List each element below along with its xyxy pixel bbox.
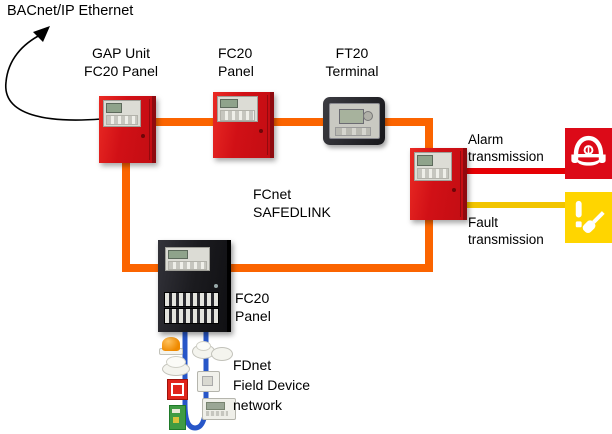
led-indicator-slats [164,291,219,308]
fault-transmission-label: Fault transmission [468,215,544,247]
fault-transmission-icon [565,192,612,243]
button-grid [167,260,208,271]
gap-unit-label: GAP Unit FC20 Panel [84,45,158,79]
operator-panel [164,247,211,272]
fcnet-ring-left-segment [122,160,130,272]
fire-brigade-helmet-icon [571,135,606,166]
ft20-terminal [323,97,385,145]
keyhole [258,128,263,133]
alarm-transmission-label: Alarm transmission [468,132,544,164]
terminal-keys [334,127,372,136]
alarm-beacon-device [159,337,183,355]
fc20-bottom-label: FC20 Panel [235,290,271,324]
operator-panel [413,152,452,182]
lcd-display [105,103,123,113]
operator-panel [216,95,259,123]
line-transponder-device [197,371,220,392]
fc20-panel-right [410,148,467,220]
curved-arrow-to-bacnet [5,26,102,121]
alarm-transmission-line [458,168,565,174]
smoke-detector-device [162,356,190,376]
ft20-terminal-label: FT20 Terminal [325,45,379,79]
terminal-face [328,102,381,140]
terminal-lcd [339,108,365,124]
fc20-top-label: FC20 Panel [218,45,254,79]
button-grid [219,110,256,121]
operator-panel [102,100,141,127]
service-screwdriver-exclamation-icon [575,200,605,234]
fcnet-ring-top-segment [140,118,433,126]
bacnet-ethernet-label: BACnet/IP Ethernet [7,3,134,19]
pcb-module-device [169,405,186,430]
io-module-device [202,398,236,420]
beacon-dome [162,337,180,351]
lcd-display [219,98,239,109]
fcnet-safedlink-label: FCnet SAFEDLINK [253,186,331,220]
led-indicator-slats [164,308,219,324]
fault-transmission-line [458,202,565,208]
fcnet-ring-right-lower [425,214,433,272]
fc20-panel-black [158,240,231,332]
terminal-button [363,111,374,122]
smoke-detector-pair-device [192,341,233,361]
fcnet-ring-right-upper [425,118,433,154]
keyhole [452,188,457,193]
keyhole [141,133,146,138]
keyhole [214,284,219,289]
alarm-transmission-icon [565,128,612,179]
button-grid [416,167,449,180]
manual-call-point-device [167,379,188,400]
gap-unit-fc20-panel [99,96,156,163]
lcd-display [416,155,434,166]
fdnet-label: FDnet Field Device network [233,357,311,413]
fc20-panel-top [213,92,274,158]
lcd-display [167,250,189,259]
button-grid [105,114,138,126]
fcnet-ring-bottom-segment [122,264,433,272]
